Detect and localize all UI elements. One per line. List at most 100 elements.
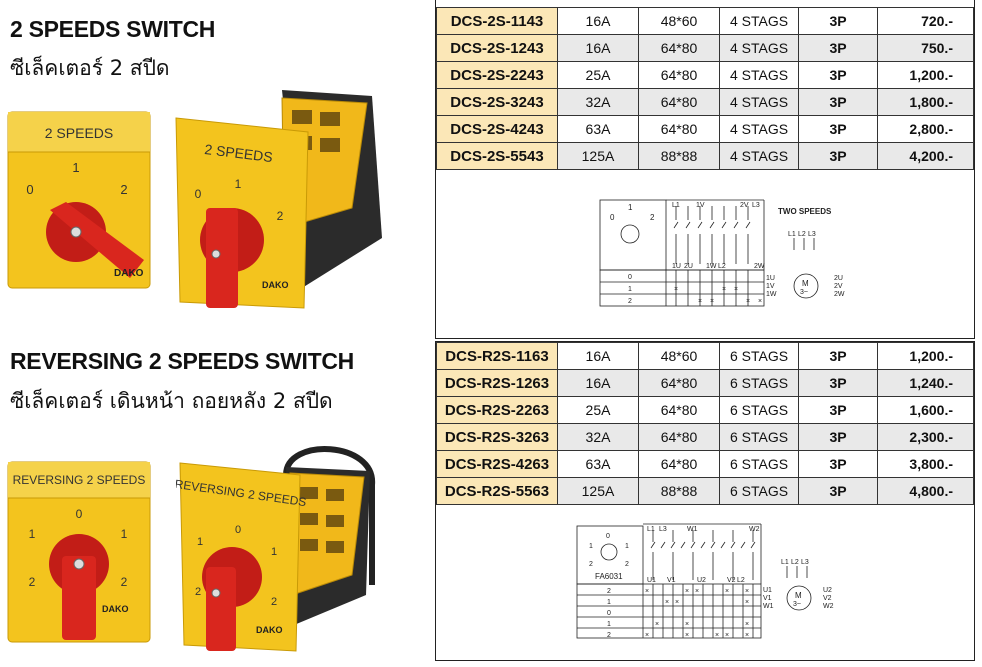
svg-text:1: 1 <box>628 203 633 212</box>
section-title-2-speeds: 2 SPEEDS SWITCH <box>10 16 216 42</box>
product-photo-reversing-front: REVERSING 2 SPEEDS 0 1 1 2 2 DAKO <box>7 461 151 643</box>
svg-text:1: 1 <box>607 599 611 606</box>
table-row: DCS-2S-1243 16A 64*80 4 STAGS 3P 750.- <box>436 34 974 62</box>
svg-text:2V: 2V <box>740 202 749 209</box>
svg-text:0: 0 <box>195 187 202 201</box>
brand-logo: DAKO <box>114 268 144 279</box>
svg-text:W1: W1 <box>687 526 698 533</box>
svg-text:M: M <box>795 591 802 600</box>
svg-text:2: 2 <box>195 586 201 598</box>
svg-text:×: × <box>645 588 649 595</box>
svg-text:2: 2 <box>650 213 655 222</box>
svg-text:1: 1 <box>589 543 593 550</box>
svg-text:1: 1 <box>197 536 203 548</box>
svg-text:×: × <box>675 599 679 606</box>
svg-text:0: 0 <box>235 524 241 536</box>
svg-text:×: × <box>745 588 749 595</box>
product-photo-2-speeds-front: 2 SPEEDS 1 0 2 DAKO <box>7 111 151 289</box>
svg-text:1: 1 <box>72 160 79 175</box>
svg-text:×: × <box>645 632 649 639</box>
svg-text:×: × <box>698 298 702 305</box>
svg-text:×: × <box>665 599 669 606</box>
svg-text:V2: V2 <box>823 595 832 602</box>
product-photo-reversing-angle: REVERSING 2 SPEEDS 0 1 1 2 2 DAKO <box>176 446 376 652</box>
diagram-caption: TWO SPEEDS <box>778 207 832 216</box>
svg-text:W2: W2 <box>823 603 834 610</box>
svg-text:1W: 1W <box>706 263 717 270</box>
svg-text:2W: 2W <box>754 263 765 270</box>
svg-text:L1: L1 <box>672 202 680 209</box>
svg-text:1U: 1U <box>672 263 681 270</box>
svg-text:DAKO: DAKO <box>102 604 129 614</box>
spec-table-2-speeds: DCS-2S-1143 16A 48*60 4 STAGS 3P 720.- D… <box>436 7 974 170</box>
svg-text:V1: V1 <box>763 595 772 602</box>
svg-text:×: × <box>745 632 749 639</box>
svg-text:L1: L1 <box>788 231 796 238</box>
product-label: 2 SPEEDS <box>45 125 113 141</box>
svg-text:L3: L3 <box>808 231 816 238</box>
svg-text:3~: 3~ <box>800 289 808 296</box>
svg-text:1U: 1U <box>766 275 775 282</box>
table-row: DCS-2S-3243 32A 64*80 4 STAGS 3P 1,800.- <box>436 88 974 116</box>
svg-text:×: × <box>758 298 762 305</box>
svg-text:2: 2 <box>29 575 36 589</box>
wiring-diagram-2-speeds: 0 1 2 L1 1V 2V L3 1U 2U 1W L2 2W 0 1 2 ×… <box>599 199 845 307</box>
svg-text:DAKO: DAKO <box>262 280 289 290</box>
svg-text:2: 2 <box>121 575 128 589</box>
table-row: DCS-2S-5543 125A 88*88 4 STAGS 3P 4,200.… <box>436 142 974 170</box>
svg-text:1: 1 <box>121 527 128 541</box>
table-row: DCS-R2S-3263 32A 64*80 6 STAGS 3P 2,300.… <box>436 423 974 451</box>
svg-text:0: 0 <box>607 610 611 617</box>
svg-text:×: × <box>710 298 714 305</box>
table-row: DCS-R2S-1163 16A 48*60 6 STAGS 3P 1,200.… <box>436 342 974 370</box>
svg-text:V2: V2 <box>727 577 736 584</box>
spec-panel-2-speeds <box>435 0 975 339</box>
svg-text:REVERSING 2 SPEEDS: REVERSING 2 SPEEDS <box>13 473 146 487</box>
svg-text:2: 2 <box>607 632 611 639</box>
wiring-diagram-reversing: 0 1 1 2 2 FA6031 L1 L3 W1 W2 U1 V1 U2 V2… <box>576 523 834 639</box>
svg-text:1V: 1V <box>766 283 775 290</box>
svg-text:V1: V1 <box>667 577 676 584</box>
svg-text:×: × <box>746 298 750 305</box>
svg-text:DAKO: DAKO <box>256 625 283 635</box>
svg-text:×: × <box>685 632 689 639</box>
svg-text:×: × <box>745 599 749 606</box>
spec-table-reversing: DCS-R2S-1163 16A 48*60 6 STAGS 3P 1,200.… <box>436 342 974 505</box>
section-title-reversing: REVERSING 2 SPEEDS SWITCH <box>10 348 354 374</box>
svg-text:1: 1 <box>29 527 36 541</box>
svg-text:3~: 3~ <box>793 601 801 608</box>
svg-text:2: 2 <box>120 182 127 197</box>
section-title-2-speeds-thai: ซีเล็คเตอร์ 2 สปีด <box>10 56 170 80</box>
svg-text:1: 1 <box>235 177 242 191</box>
svg-text:L2: L2 <box>798 231 806 238</box>
svg-text:L1: L1 <box>781 559 789 566</box>
svg-text:1: 1 <box>628 286 632 293</box>
svg-text:×: × <box>725 588 729 595</box>
svg-text:×: × <box>745 621 749 628</box>
svg-text:0: 0 <box>610 213 615 222</box>
svg-text:2V: 2V <box>834 283 843 290</box>
table-row: DCS-R2S-2263 25A 64*80 6 STAGS 3P 1,600.… <box>436 396 974 424</box>
table-row: DCS-2S-4243 63A 64*80 4 STAGS 3P 2,800.- <box>436 115 974 143</box>
svg-text:2U: 2U <box>684 263 693 270</box>
svg-text:0: 0 <box>606 533 610 540</box>
table-row: DCS-2S-2243 25A 64*80 4 STAGS 3P 1,200.- <box>436 61 974 89</box>
table-row: DCS-R2S-4263 63A 64*80 6 STAGS 3P 3,800.… <box>436 450 974 478</box>
table-row: DCS-2S-1143 16A 48*60 4 STAGS 3P 720.- <box>436 7 974 35</box>
product-photo-2-speeds-angle: 2 SPEEDS 1 0 2 DAKO <box>175 90 382 309</box>
svg-text:1: 1 <box>625 543 629 550</box>
svg-text:×: × <box>685 588 689 595</box>
table-row: DCS-R2S-1263 16A 64*80 6 STAGS 3P 1,240.… <box>436 369 974 397</box>
svg-text:2W: 2W <box>834 291 845 298</box>
svg-text:U1: U1 <box>763 587 772 594</box>
svg-text:L1: L1 <box>647 526 655 533</box>
svg-text:U2: U2 <box>823 587 832 594</box>
svg-text:2: 2 <box>628 298 632 305</box>
svg-text:×: × <box>725 632 729 639</box>
svg-text:×: × <box>685 621 689 628</box>
svg-text:2: 2 <box>271 596 277 608</box>
svg-text:M: M <box>802 279 809 288</box>
svg-text:W1: W1 <box>763 603 774 610</box>
model-cell: DCS-R2S-1163 <box>436 342 558 370</box>
svg-text:×: × <box>722 286 726 293</box>
